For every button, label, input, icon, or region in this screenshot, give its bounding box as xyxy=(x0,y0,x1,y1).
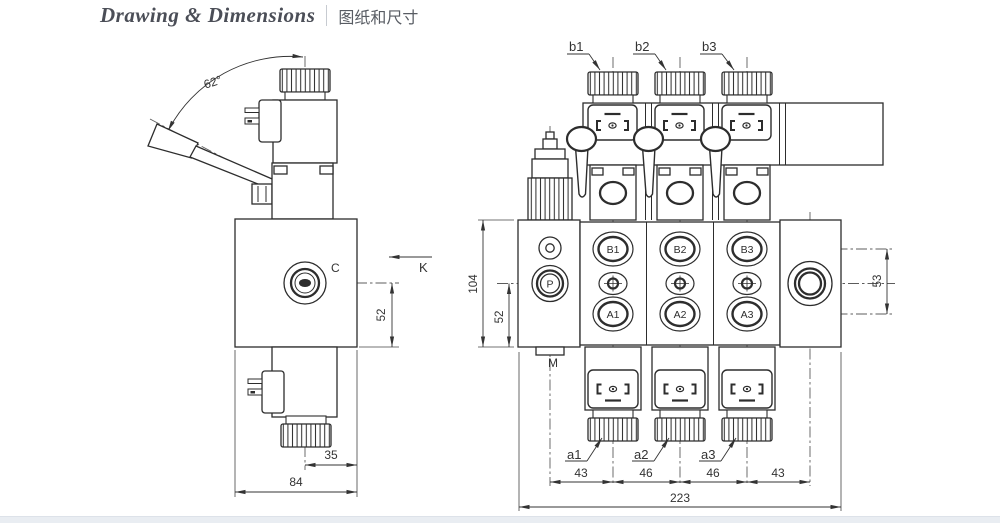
port-label-b1: B1 xyxy=(607,244,620,256)
m-port-tab xyxy=(535,346,565,356)
port-label-c: C xyxy=(331,261,340,275)
label-b2: b2 xyxy=(633,39,667,71)
knurled-cap-top xyxy=(279,68,331,101)
dim-chain-sections: 43 46 46 43 xyxy=(550,466,810,485)
svg-text:a1: a1 xyxy=(567,447,581,462)
dim-label-52-side: 52 xyxy=(376,309,388,322)
front-view: b1 b2 b3 xyxy=(468,39,895,511)
din-face-bottom-2 xyxy=(653,368,707,410)
svg-text:b1: b1 xyxy=(569,39,583,54)
spool-center-3 xyxy=(731,271,763,296)
relief-valve xyxy=(527,131,573,221)
label-a2: a2 xyxy=(632,437,670,462)
label-a3: a3 xyxy=(699,437,737,462)
label-a1: a1 xyxy=(565,437,603,462)
title-divider xyxy=(326,5,328,26)
dim-label-35: 35 xyxy=(324,448,338,462)
override-cap-b2 xyxy=(654,71,706,104)
side-view: 62° xyxy=(147,53,432,497)
override-cap-b3 xyxy=(721,71,773,104)
port-label-a3: A3 xyxy=(741,309,754,321)
dim-label-84: 84 xyxy=(289,475,303,489)
dim-label-223: 223 xyxy=(670,491,690,505)
svg-text:b3: b3 xyxy=(702,39,716,54)
override-cap-b1 xyxy=(587,71,639,104)
solenoid-coil-top xyxy=(272,99,338,164)
din-face-bottom-3 xyxy=(720,368,774,410)
din-face-bottom-1 xyxy=(586,368,640,410)
port-label-p: P xyxy=(546,279,553,291)
port-label-a2: A2 xyxy=(674,309,687,321)
section-top-blocks xyxy=(589,164,771,221)
svg-text:a2: a2 xyxy=(634,447,648,462)
override-cap-a1 xyxy=(587,409,639,442)
dim-label-46-left: 46 xyxy=(639,466,653,480)
page-title: Drawing & Dimensions xyxy=(100,3,316,27)
lever-angle-arc xyxy=(167,53,304,132)
svg-text:b2: b2 xyxy=(635,39,649,54)
label-b1: b1 xyxy=(567,39,601,71)
port-label-b3: B3 xyxy=(741,244,754,256)
dim-label-52-front: 52 xyxy=(494,311,506,324)
override-cap-a3 xyxy=(721,409,773,442)
footer-accent-bar xyxy=(0,516,1000,523)
override-cap-a2 xyxy=(654,409,706,442)
view-label-k: K xyxy=(419,260,428,275)
port-label-a1: A1 xyxy=(607,309,620,321)
page-title-zh: 图纸和尺寸 xyxy=(338,9,419,27)
port-label-m: M xyxy=(548,356,558,370)
port-t xyxy=(787,260,833,307)
dim-label-104: 104 xyxy=(468,274,480,294)
dim-label-46-right: 46 xyxy=(706,466,720,480)
dim-label-43-left: 43 xyxy=(574,466,588,480)
lever-nut xyxy=(251,183,273,205)
port-c xyxy=(283,261,327,305)
pilot-hole xyxy=(538,236,562,260)
dim-label-43-right: 43 xyxy=(771,466,785,480)
lever-grip xyxy=(147,123,199,159)
port-label-b2: B2 xyxy=(674,244,687,256)
dim-label-53: 53 xyxy=(872,275,884,288)
din-connector-bottom xyxy=(247,370,285,414)
port-p xyxy=(531,264,569,303)
page-header: Drawing & Dimensions 图纸和尺寸 xyxy=(100,3,418,28)
spool-center-1 xyxy=(597,271,629,296)
spool-center-2 xyxy=(664,271,696,296)
din-connector-top xyxy=(244,99,282,143)
knurled-cap-bottom xyxy=(280,415,332,448)
svg-text:a3: a3 xyxy=(701,447,715,462)
dim-label-lever-angle: 62° xyxy=(202,73,224,92)
label-b3: b3 xyxy=(700,39,735,71)
